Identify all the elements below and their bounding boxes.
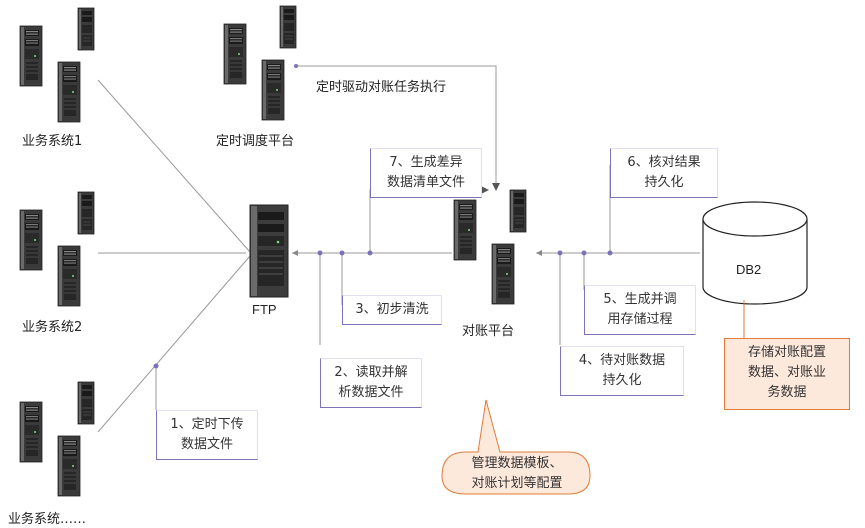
step5-line1: 5、生成并调 [603, 292, 677, 307]
db2-label: DB2 [736, 262, 762, 277]
dot-step5 [581, 250, 587, 256]
biz1-servers-icon [19, 7, 95, 123]
step7-line2: 数据清单文件 [386, 175, 465, 190]
step4-line2: 持久化 [602, 373, 642, 388]
dot-step2 [317, 250, 323, 256]
ftp-label: FTP [252, 302, 277, 317]
biz3-ftp-line [97, 255, 251, 433]
step7-line1: 7、生成差异 [389, 155, 463, 170]
db-note-line3: 务数据 [767, 385, 807, 400]
step6-line1: 6、核对结果 [627, 155, 701, 170]
recon-note-line2: 对账计划等配置 [471, 476, 563, 491]
dot-step7 [367, 250, 373, 256]
junction-dots [153, 64, 613, 369]
step1-note: 1、定时下传 数据文件 [156, 410, 258, 460]
db-note-line2: 数据、对账业 [747, 365, 826, 380]
callout-shapes [441, 300, 745, 495]
step7-note: 7、生成差异 数据清单文件 [370, 148, 482, 198]
db-note-line1: 存储对账配置 [747, 345, 826, 360]
recon-servers-icon [453, 189, 527, 305]
step3-line1: 3、初步清洗 [355, 302, 429, 317]
ftp-server-icon [249, 204, 289, 298]
step1-line1: 1、定时下传 [170, 417, 244, 432]
biz2-label: 业务系统2 [22, 320, 83, 335]
recon-config-note: 管理数据模板、 对账计划等配置 [446, 454, 588, 494]
recon-arrowhead [536, 250, 542, 256]
biz2-servers-icon [19, 191, 95, 307]
db2-cylinder-icon [702, 201, 808, 305]
biz1-ftp-line [97, 79, 251, 253]
scheduler-label: 定时调度平台 [216, 134, 295, 149]
ftp-arrowhead [292, 250, 298, 256]
step5-line2: 用存储过程 [607, 312, 673, 327]
step2-line1: 2、读取并解 [334, 365, 408, 380]
recon-label: 对账平台 [462, 324, 515, 339]
dot-step1 [153, 363, 159, 369]
dot-step3 [339, 250, 345, 256]
step4-line1: 4、待对账数据 [578, 353, 666, 368]
dot-scheduler [294, 64, 298, 68]
step6-note: 6、核对结果 持久化 [610, 148, 718, 198]
step6-line2: 持久化 [644, 175, 684, 190]
scheduler-servers-icon [223, 5, 297, 121]
dot-step6 [607, 250, 613, 256]
step2-note: 2、读取并解 析数据文件 [320, 358, 422, 408]
recon-note-line1: 管理数据模板、 [471, 456, 563, 471]
biz3-label: 业务系统…… [8, 512, 87, 527]
step1-line2: 数据文件 [180, 437, 233, 452]
step2-line2: 析数据文件 [338, 385, 404, 400]
db-storage-note: 存储对账配置 数据、对账业 务数据 [724, 338, 850, 410]
step3-note: 3、初步清洗 [342, 295, 442, 325]
step5-note: 5、生成并调 用存储过程 [584, 285, 696, 335]
dot-step4 [557, 250, 563, 256]
biz3-servers-icon [19, 381, 95, 497]
recon-note-bubble [441, 399, 591, 495]
biz1-label: 业务系统1 [22, 134, 83, 149]
scheduler-recon-line [296, 65, 500, 191]
step4-note: 4、待对账数据 持久化 [560, 346, 684, 396]
arrow-heads [292, 250, 542, 256]
schedule-drive-label: 定时驱动对账任务执行 [316, 80, 447, 95]
